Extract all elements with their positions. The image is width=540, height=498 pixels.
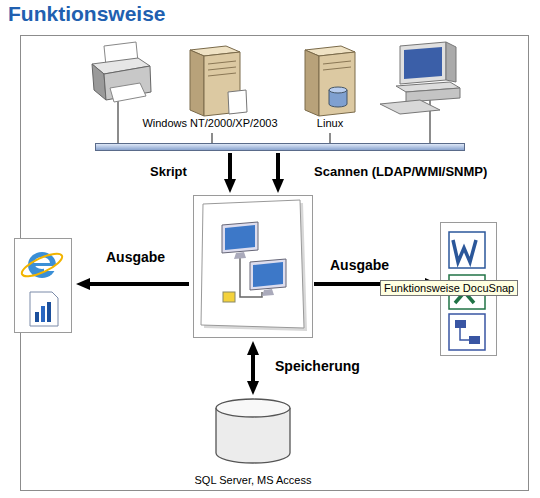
drive-bay [323,61,351,64]
pc-base-top [396,82,460,92]
monitor [400,42,446,84]
flow-arrow [228,153,232,185]
pc-base-front [406,88,460,102]
flow-arrow [276,153,280,185]
printer-paper [104,42,138,66]
server-node: Linux [295,40,365,133]
edge-label: Speicherung [275,358,360,374]
server-side [305,50,319,116]
output-box [14,238,72,333]
edge-label: Skript [150,164,187,179]
server-front [204,52,240,116]
drive-bay [323,67,351,70]
diagram-frame [21,36,529,491]
cylinder-outline [215,398,291,464]
network-stub [117,96,119,143]
server-top [190,46,240,56]
printer-side [92,64,106,100]
edge-label: Ausgabe [330,257,389,273]
node-label: Windows NT/2000/XP/2003 [140,117,280,130]
printer-front [104,66,151,100]
monitor-side [446,42,456,82]
flow-arrow [84,282,189,286]
cylinder-top [216,399,290,417]
server-node: Windows NT/2000/XP/2003 [140,40,280,133]
drive-bay [208,73,236,76]
flow-arrow [251,349,255,387]
network-link [211,133,213,143]
database-symbol [329,90,347,107]
drive-bay [208,61,236,64]
network-link [329,133,331,143]
database-node: SQL Server, MS Access [190,398,316,490]
tooltip-text: Funktionsweise DocuSnap [380,280,518,296]
network-bus [95,143,465,151]
node-label: Linux [295,117,365,130]
document-icon [228,90,247,114]
printer-tray [110,83,146,102]
server-front [319,52,355,116]
server-top [305,46,355,56]
node-label: SQL Server, MS Access [190,474,316,487]
printer-top [92,58,150,74]
docusnap-box [193,195,313,338]
drive-bay [208,67,236,70]
keyboard [380,100,440,114]
edge-label: Ausgabe [106,249,165,265]
diagram-title: Funktionsweise [8,2,166,26]
monitor-screen [404,47,442,79]
network-stub [429,100,431,143]
server-side [190,50,204,116]
edge-label: Scannen (LDAP/WMI/SNMP) [314,164,487,179]
database-symbol-top [329,87,347,93]
